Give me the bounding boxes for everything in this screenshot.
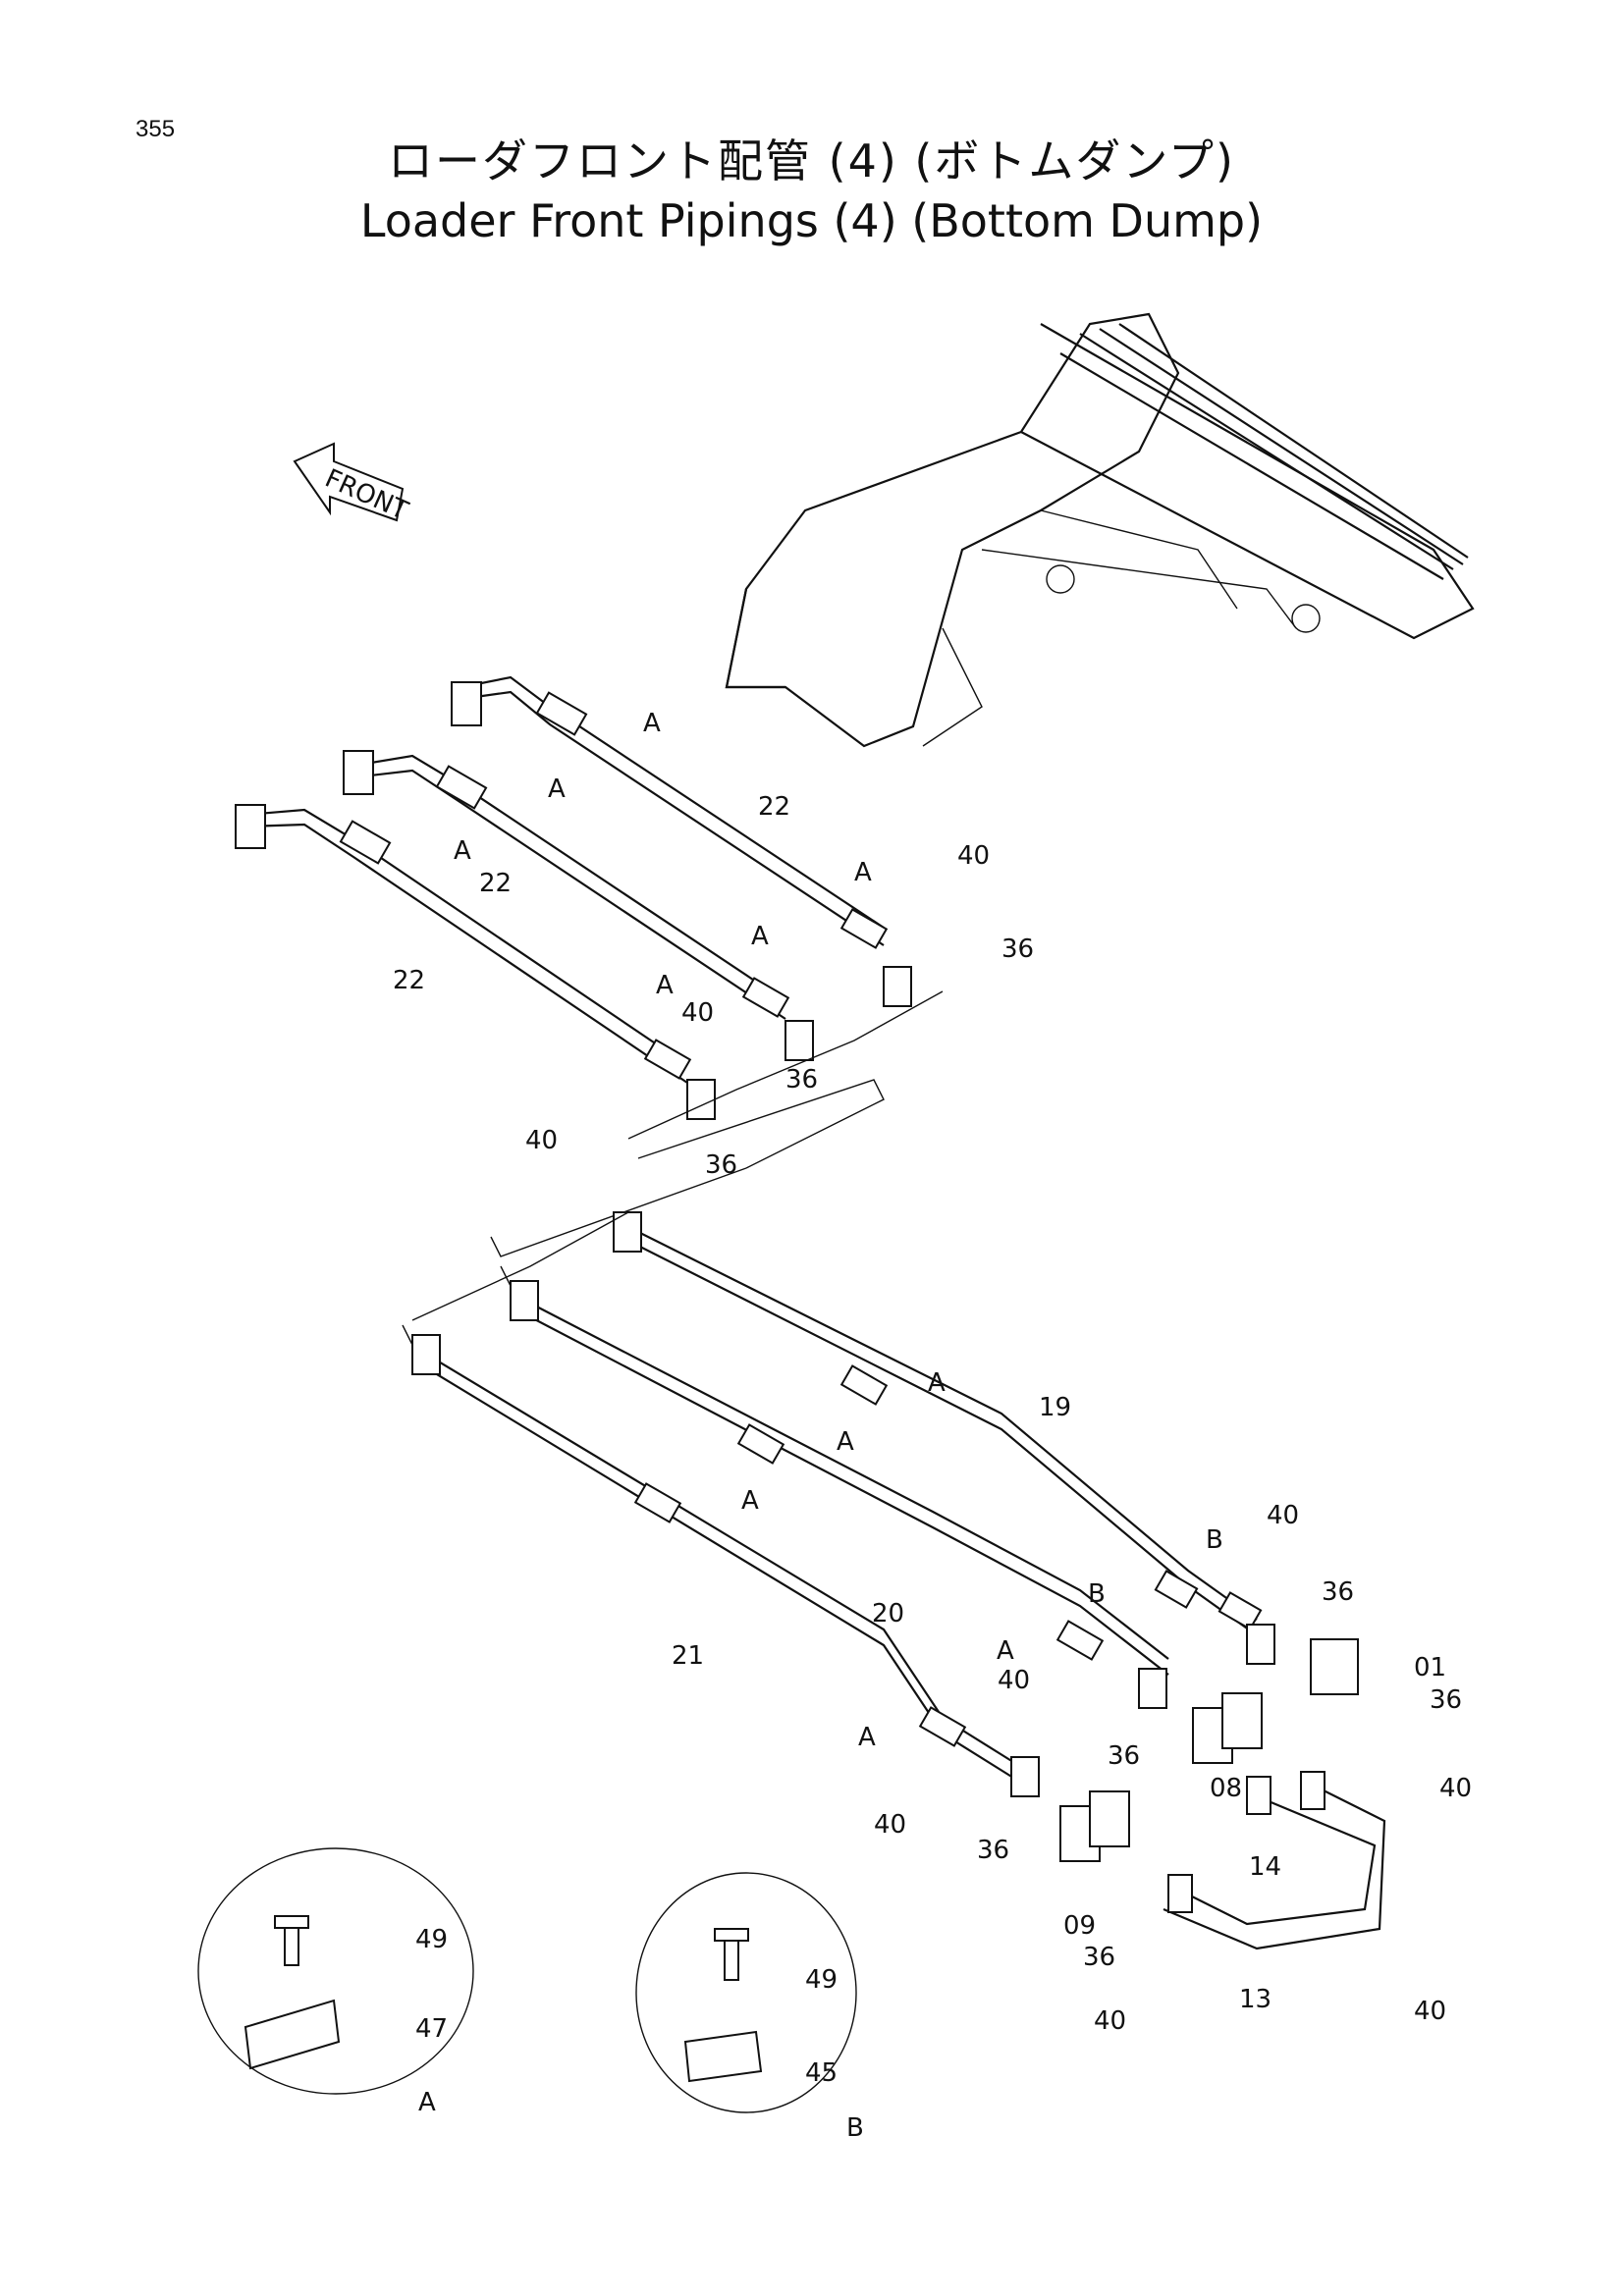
callout-36-b: 36 [785,1065,818,1095]
callout-01: 01 [1414,1653,1446,1682]
callout-40-d: 40 [1267,1501,1299,1530]
detail-b-clamp-callout: 45 [805,2058,838,2088]
callout-36-h: 36 [1083,1943,1115,1972]
callout-a-7: A [928,1368,946,1398]
title-japanese: ローダフロント配管 (4) (ボトムダンプ) [388,134,1235,187]
detail-view-a: 49 47 A [197,1847,474,2117]
callout-40-a: 40 [957,841,990,871]
detail-b-bolt-callout: 49 [805,1965,838,1995]
callout-40-c: 40 [525,1126,558,1155]
callout-a-11: A [858,1723,876,1752]
callout-40-i: 40 [1414,1997,1446,2026]
callout-40-h: 40 [1094,2006,1126,2036]
callout-14: 14 [1249,1852,1281,1882]
callout-36-f: 36 [1108,1741,1140,1771]
callout-a-10: A [997,1636,1014,1666]
callout-40-f: 40 [874,1810,906,1840]
callout-22-c: 22 [393,966,425,995]
callout-a-4: A [854,858,872,887]
page-number: 355 [135,116,176,142]
callout-a-6: A [656,971,674,1000]
callout-labels: 22 22 22 40 40 40 36 36 36 A A A A A A A… [393,709,1472,2036]
callout-13: 13 [1239,1985,1271,2014]
callout-08: 08 [1210,1774,1242,1803]
u-pipes [1163,1771,1386,1950]
callout-36-e: 36 [1430,1685,1462,1715]
callout-b-1: B [1206,1525,1223,1555]
detail-a-clamp-callout: 47 [415,2014,448,2044]
callout-09: 09 [1063,1911,1096,1941]
callout-40-b: 40 [681,998,714,1028]
detail-a-bolt-callout: 49 [415,1925,448,1954]
front-arrow-icon: FRONT [293,442,412,526]
front-arrow-label: FRONT [320,463,411,526]
callout-a-3: A [454,836,471,866]
callout-20: 20 [872,1599,904,1629]
callout-21: 21 [672,1641,704,1671]
callout-22-b: 22 [479,869,512,898]
callout-36-d: 36 [1322,1577,1354,1607]
callout-22-a: 22 [758,792,790,822]
upper-pipe-group [235,675,944,1257]
callout-36-a: 36 [1001,934,1034,964]
detail-a-label: A [418,2088,436,2117]
callout-b-2: B [1088,1579,1106,1609]
callout-40-g: 40 [1439,1774,1472,1803]
callout-a-8: A [837,1427,854,1457]
callout-40-e: 40 [998,1666,1030,1695]
callout-a-9: A [741,1486,759,1516]
detail-view-b: 49 45 B [635,1872,864,2143]
valve-blocks [1059,1638,1359,1862]
detail-b-label: B [846,2113,864,2143]
lower-pipe-group [402,1211,1275,1797]
callout-19: 19 [1039,1393,1071,1422]
callout-36-g: 36 [977,1836,1009,1865]
title-english: Loader Front Pipings (4) (Bottom Dump) [359,194,1264,247]
callout-36-c: 36 [705,1150,737,1180]
callout-a-2: A [548,774,566,804]
callout-a-5: A [751,922,769,951]
loader-machine-illustration [725,312,1475,748]
callout-a-1: A [643,709,661,738]
